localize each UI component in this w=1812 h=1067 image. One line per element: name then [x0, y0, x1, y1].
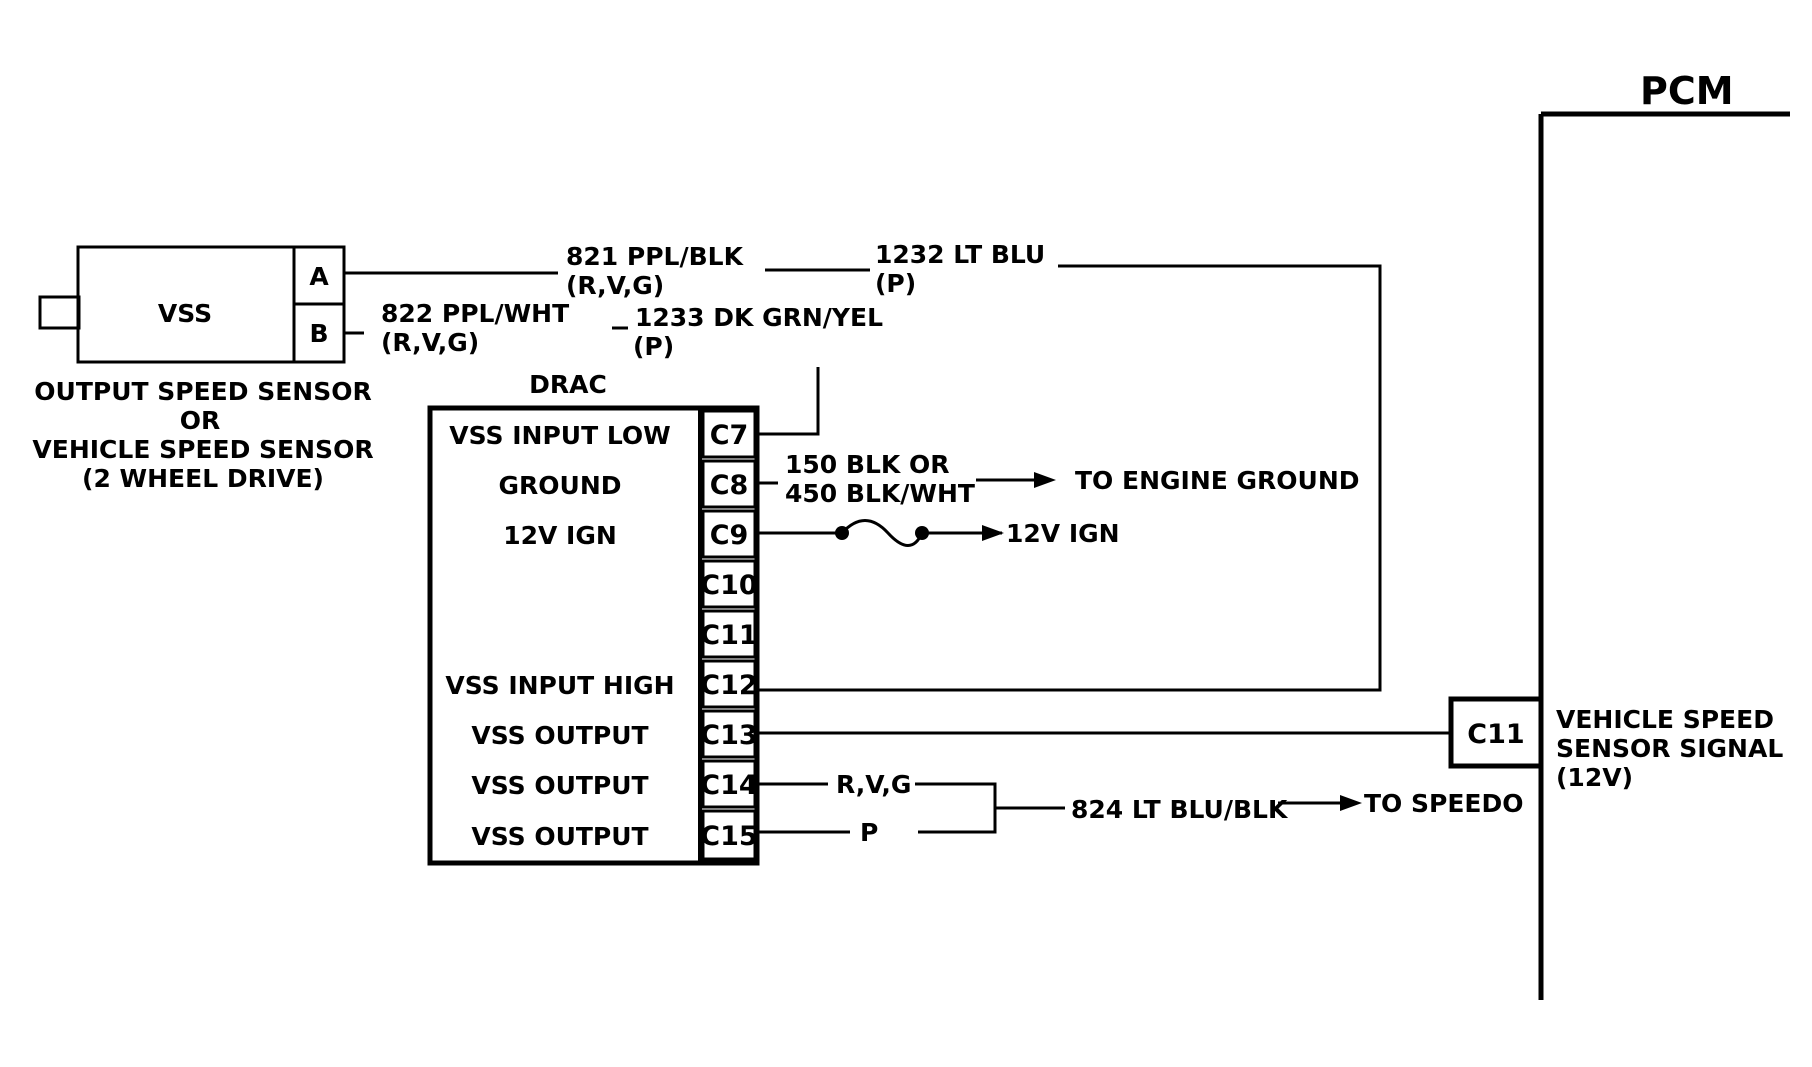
- vss-pin-b: B: [309, 319, 328, 348]
- wire-label: 150 BLK OR: [785, 450, 949, 479]
- wire-label: 1232 LT BLU: [875, 240, 1045, 269]
- arrow-head: [982, 525, 1004, 541]
- wire-label: 824 LT BLU/BLK: [1071, 795, 1289, 824]
- wire-label: 1233 DK GRN/YEL: [635, 303, 883, 332]
- pcm-terminal-box: [1448, 696, 1544, 769]
- pcm-terminal-pin: C11: [1467, 719, 1524, 750]
- wire-label: 450 BLK/WHT: [785, 479, 975, 508]
- drac-pin-label: C12: [700, 670, 757, 701]
- drac-pin-box: [701, 759, 757, 809]
- drac-pin-box: [701, 659, 757, 709]
- wire-label: (P): [875, 269, 916, 298]
- wire-label: R,V,G: [836, 770, 911, 799]
- drac-pin-box: [701, 409, 757, 459]
- drac-pin-label: C13: [700, 720, 757, 751]
- drac-function-label: VSS OUTPUT: [471, 822, 648, 851]
- vss-shaft: [38, 295, 81, 330]
- destination-label: TO ENGINE GROUND: [1075, 466, 1360, 495]
- vss-caption-line: OR: [180, 406, 221, 435]
- wire-group: [344, 264, 1451, 834]
- drac-title: DRAC: [529, 370, 607, 399]
- drac-pin-box: [701, 509, 757, 559]
- vss-caption-line: VEHICLE SPEED SENSOR: [32, 435, 373, 464]
- drac-pin-box: [701, 609, 757, 659]
- drac-pin-label: C7: [710, 420, 749, 451]
- vss-sensor: VSS A B OUTPUT SPEED SENSOR OR VEHICLE S…: [32, 245, 374, 493]
- drac-pin-box: [701, 459, 757, 509]
- drac-pin-label: C11: [700, 620, 757, 651]
- fuse-terminal-dot: [915, 526, 929, 540]
- pcm-signal-label: VEHICLE SPEED: [1556, 705, 1774, 734]
- drac-pin-label: C15: [700, 821, 757, 852]
- pcm-signal-label: SENSOR SIGNAL: [1556, 734, 1783, 763]
- wire-c14-right: [915, 782, 997, 834]
- destination-label: 12V IGN: [1006, 519, 1120, 548]
- drac-function-label: 12V IGN: [503, 521, 617, 550]
- pcm-module: PCM: [1538, 69, 1790, 1000]
- wire-label: (P): [633, 332, 674, 361]
- wire-label: (R,V,G): [566, 271, 664, 300]
- wire-label: 821 PPL/BLK: [566, 242, 745, 271]
- drac-pin-label: C8: [710, 470, 749, 501]
- wire-1233: [757, 367, 820, 436]
- drac-function-label: VSS OUTPUT: [471, 771, 648, 800]
- destination-label: TO SPEEDO: [1364, 789, 1524, 818]
- pcm-terminal: C11 VEHICLE SPEED SENSOR SIGNAL (12V): [1448, 696, 1783, 792]
- drac-pin-label: C10: [700, 570, 757, 601]
- drac-function-label: VSS INPUT LOW: [449, 421, 670, 450]
- drac-pin-box: [701, 559, 757, 609]
- drac-function-label: VSS OUTPUT: [471, 721, 648, 750]
- drac-pin-box: [701, 809, 757, 861]
- pcm-signal-label: (12V): [1556, 763, 1633, 792]
- arrow-head: [1340, 795, 1362, 811]
- drac-body: [427, 405, 760, 866]
- drac-pin-box: [701, 709, 757, 759]
- wire-label: (R,V,G): [381, 328, 479, 357]
- drac-module: DRAC C7 C8 C9 C10 C11 C12 C13 C14 C15 VS…: [427, 370, 760, 866]
- fuse-terminal-dot: [835, 526, 849, 540]
- vss-caption: OUTPUT SPEED SENSOR OR VEHICLE SPEED SEN…: [32, 377, 373, 493]
- vss-caption-line: OUTPUT SPEED SENSOR: [34, 377, 371, 406]
- vss-pin-a: A: [309, 262, 329, 291]
- drac-pin-boxes: [701, 409, 757, 861]
- vss-caption-line: (2 WHEEL DRIVE): [82, 464, 324, 493]
- wire-1232: [757, 264, 1382, 692]
- pcm-title: PCM: [1640, 69, 1734, 113]
- drac-pin-label: C14: [700, 770, 757, 801]
- drac-pin-label: C9: [710, 520, 749, 551]
- fuse: [840, 519, 924, 547]
- vss-label: VSS: [158, 299, 212, 328]
- drac-function-label: VSS INPUT HIGH: [445, 671, 674, 700]
- wire-label: 822 PPL/WHT: [381, 299, 569, 328]
- wire-label: P: [860, 818, 878, 847]
- arrow-head: [1034, 472, 1056, 488]
- drac-function-label: GROUND: [499, 471, 622, 500]
